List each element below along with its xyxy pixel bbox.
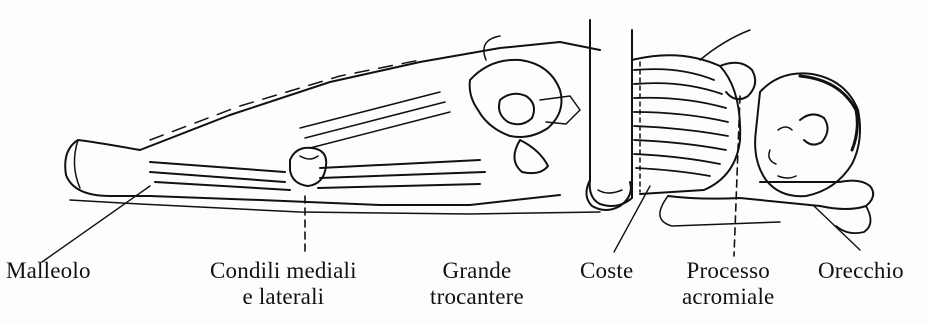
label-coste: Coste xyxy=(580,258,633,284)
knee-condyles xyxy=(290,148,326,186)
acromion-process xyxy=(720,63,755,99)
leader-orecchio xyxy=(814,206,860,250)
upper-femur-lines xyxy=(300,92,450,148)
hip-joint xyxy=(499,94,534,125)
hair xyxy=(800,76,857,150)
leader-malleolo xyxy=(42,186,150,262)
leader-processo-acromiale xyxy=(734,96,740,256)
femur-bone xyxy=(318,160,485,188)
greater-trochanter xyxy=(514,140,548,173)
label-grande-trocantere: Grande trocantere xyxy=(430,258,524,310)
tibia-bone xyxy=(150,162,290,190)
head-outline xyxy=(755,73,860,196)
ribs xyxy=(634,69,728,176)
eye xyxy=(778,127,792,130)
feet-outline xyxy=(65,140,150,196)
hand-under-head xyxy=(836,206,871,233)
label-malleolo: Malleolo xyxy=(6,258,91,284)
mouth xyxy=(778,176,796,178)
clavicle xyxy=(700,30,750,60)
foot-sole xyxy=(74,140,80,188)
label-orecchio: Orecchio xyxy=(818,258,904,284)
upper-leg-outline xyxy=(140,42,600,150)
ear xyxy=(800,114,828,144)
label-condili-mediali-laterali: Condili mediali e laterali xyxy=(210,258,357,310)
bed-surface-line xyxy=(70,200,600,214)
lower-leg-outline xyxy=(150,195,560,205)
nose xyxy=(769,150,776,164)
upper-arm-outline xyxy=(590,20,632,206)
label-processo-acromiale: Processo acromiale xyxy=(682,258,774,310)
